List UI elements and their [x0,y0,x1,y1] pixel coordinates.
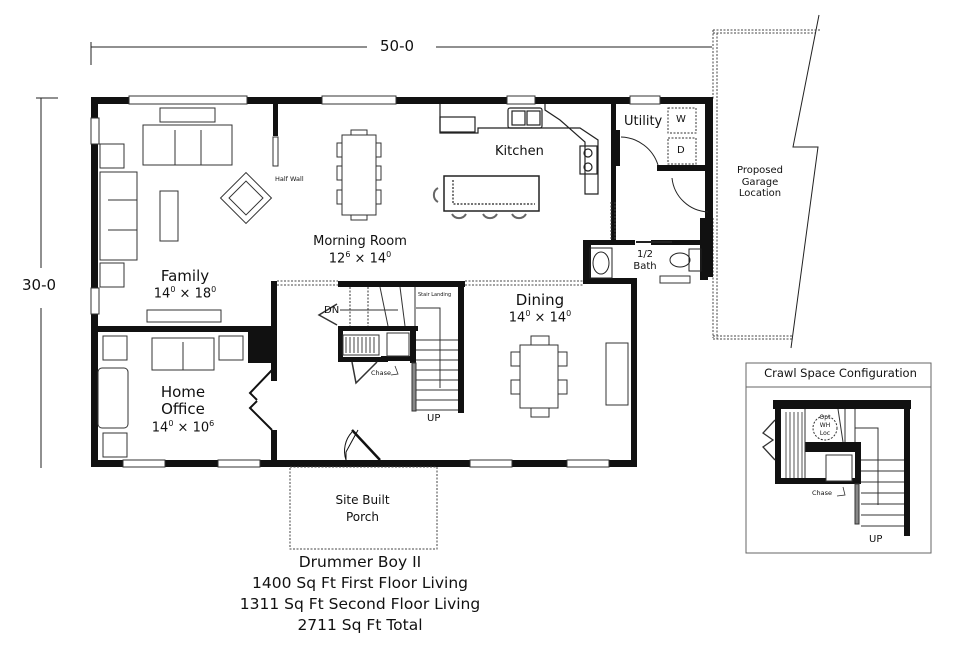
room-home-office: Home Office 140 × 106 [138,383,228,436]
stairs-down-label: DN [324,305,340,316]
wh-line2: WH [819,422,831,429]
room-name-line2: Bath [633,260,657,272]
total-sqft: 2711 Sq Ft Total [297,616,423,634]
room-kitchen: Kitchen [495,144,544,159]
kitchen-counters [432,104,599,220]
room-name: Morning Room [313,234,407,249]
room-morning-room: Morning Room 126 × 140 [305,234,415,267]
dashed-openings [277,202,616,550]
room-utility: Utility [624,114,663,129]
doors [248,369,381,461]
second-floor-sqft: 1311 Sq Ft Second Floor Living [239,595,481,613]
crawl-space-title: Crawl Space Configuration [764,366,917,380]
dining-furniture [510,335,629,418]
wh-line1: Opt [819,414,831,421]
plan-name: Drummer Boy II [298,553,422,571]
dryer-label: D [677,145,685,156]
room-name: Dining [515,291,565,309]
wh-line3: Loc [819,430,831,437]
washer-label: W [676,114,686,125]
room-family: Family 140 × 180 [140,267,230,303]
first-floor-sqft: 1400 Sq Ft First Floor Living [251,574,469,592]
chase-label: Chase [371,369,392,377]
garage-label-line3: Location [738,188,782,199]
water-heater-label: Opt WH Loc [813,414,837,438]
depth-dimension-label: 30-0 [22,276,57,294]
garage-outline [712,14,820,349]
porch-label-line2: Porch [345,510,380,524]
interior-walls [98,104,709,467]
room-name-line1: 1/2 [636,249,654,260]
garage-label: Proposed Garage Location [728,165,792,200]
garage-label-line1: Proposed [736,165,784,176]
plan-summary: Drummer Boy II 1400 Sq Ft First Floor Li… [230,552,490,636]
room-size: 126 × 140 [328,249,392,267]
room-half-bath: 1/2 Bath [630,249,660,272]
room-size: 140 × 140 [508,309,572,326]
porch-label-line1: Site Built [335,493,390,507]
garage-label-line2: Garage [741,176,779,188]
stair-landing-label: Stair Landing [418,292,452,298]
utility-fixtures [667,107,697,165]
width-dimension-label: 50-0 [380,37,415,55]
dimension-lines [36,42,712,468]
windows [90,95,691,468]
room-size: 140 × 180 [153,285,217,302]
crawl-up-label: UP [869,534,883,545]
porch-label: Site Built Porch [315,492,410,526]
room-size: 140 × 106 [151,418,215,435]
family-furniture [99,107,279,323]
room-name-line2: Office [161,400,205,419]
room-name: Family [160,267,210,285]
crawl-space-inset [745,362,932,554]
room-name-line1: Home [160,383,206,401]
crawl-chase-label: Chase [812,489,833,497]
office-furniture [97,335,244,458]
stairs-up-label: UP [427,413,441,424]
stairs [317,286,458,412]
exterior-walls [91,97,713,467]
half-wall-label: Half Wall [275,175,304,183]
morning-table [336,129,382,221]
room-dining: Dining 140 × 140 [500,291,580,327]
